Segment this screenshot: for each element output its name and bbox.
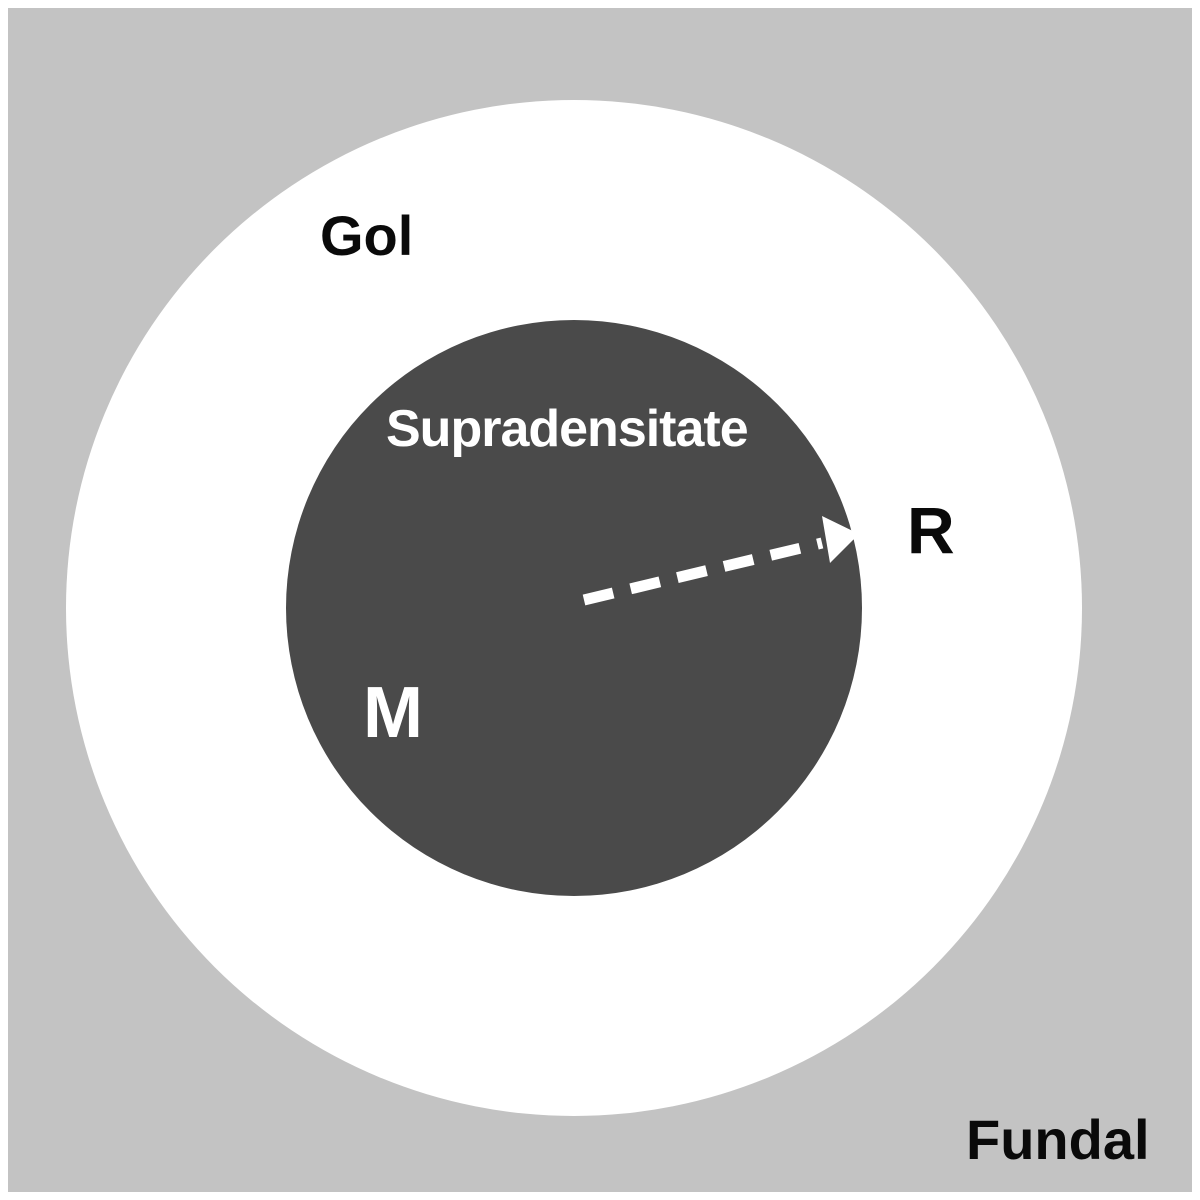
radius-arrow	[582, 537, 824, 606]
overdensity-label: Supradensitate	[386, 400, 748, 458]
overdensity-circle	[286, 320, 862, 896]
background-label: Fundal	[966, 1108, 1150, 1171]
radius-arrowhead	[822, 516, 859, 563]
mass-label: M	[363, 673, 423, 753]
radius-label: R	[907, 493, 955, 567]
void-label: Gol	[320, 204, 413, 267]
